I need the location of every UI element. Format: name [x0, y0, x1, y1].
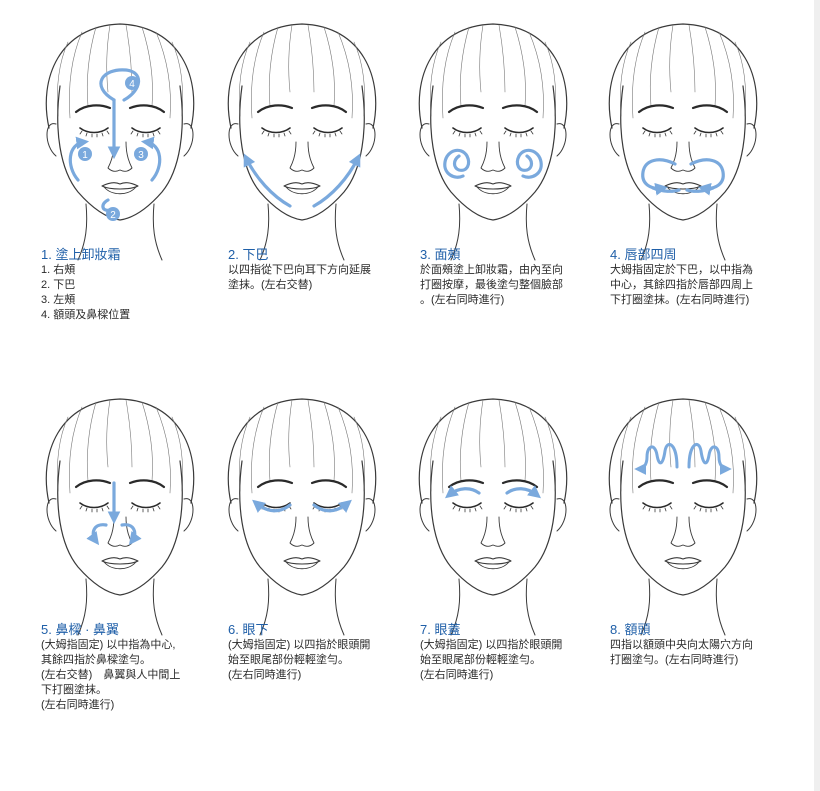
- under-eye-left-arrow: [312, 499, 352, 513]
- list-item: 2. 下巴: [41, 279, 76, 291]
- step-7-description: (大姆指固定) 以四指於眼頭開 始至眼尾部份輕輕塗勻。 (左右同時進行): [420, 639, 563, 681]
- list-item: 4. 額頭及鼻樑位置: [41, 309, 131, 321]
- face-illustration-2: [227, 22, 377, 262]
- badge-3: 3: [138, 150, 144, 161]
- eyelid-left-arrow: [505, 485, 541, 499]
- face-illustration-1: 4 1 3 2: [45, 22, 195, 262]
- step-6-title: 6. 眼下: [228, 622, 269, 637]
- badge-4: 4: [129, 79, 135, 90]
- right-wing-arrow: [86, 523, 108, 546]
- step-7-panel: 7. 眼蓋 (大姆指固定) 以四指於眼頭開 始至眼尾部份輕輕塗勻。 (左右同時進…: [0, 0, 568, 760]
- right-cheek-spiral: [443, 148, 471, 179]
- badge-2: 2: [110, 210, 116, 221]
- step-4-title: 4. 唇部四周: [610, 247, 677, 262]
- forehead-right-loops: [634, 442, 679, 475]
- step-1-title: 1. 塗上卸妝霜: [41, 247, 121, 262]
- left-cheek-spiral: [515, 148, 543, 179]
- step-3-panel: 3. 面頰 於面頰塗上卸妝霜，由內至向 打圈按摩，最後塗勻整個臉部 。(左右同時…: [0, 0, 568, 330]
- badge-group: 4 1 3 2: [78, 76, 148, 221]
- right-cheek-arrow: [68, 136, 90, 182]
- forehead-arrow-4: [99, 68, 141, 102]
- chin-right-arrow: [243, 153, 292, 208]
- step-5-description: (大姆指固定) 以中指為中心, 其餘四指於鼻樑塗勻。 (左右交替) 鼻翼與人中間…: [41, 639, 181, 711]
- under-eye-right-arrow: [252, 499, 292, 513]
- step-1-list: 1. 右頰 2. 下巴 3. 左頰 4. 額頭及鼻樑位置: [41, 263, 130, 323]
- step-2-description: 以四指從下巴向耳下方向延展 塗抹。(左右交替): [228, 264, 371, 291]
- forehead-left-loops: [687, 442, 732, 475]
- face-illustration-5: [45, 397, 195, 637]
- step-3-title: 3. 面頰: [420, 247, 461, 262]
- face-illustration-7: [418, 397, 568, 637]
- face-illustration-4: [608, 22, 758, 262]
- face-illustration-3: [418, 22, 568, 262]
- eyelid-right-arrow: [445, 485, 481, 499]
- lip-lower-left: [685, 186, 715, 193]
- step-7-title: 7. 眼蓋: [420, 622, 461, 637]
- step-8-title: 8. 額頭: [610, 622, 651, 637]
- face-illustration-8: [608, 397, 758, 637]
- step-5-panel: 5. 鼻樑 · 鼻翼 (大姆指固定) 以中指為中心, 其餘四指於鼻樑塗勻。 (左…: [0, 0, 195, 760]
- page-edge: [814, 0, 820, 791]
- lip-lower-right: [651, 186, 681, 193]
- left-cheek-arrow: [140, 136, 162, 182]
- chin-left-arrow: [312, 153, 361, 208]
- step-4-panel: 4. 唇部四周 大姆指固定於下巴，以中指為 中心，其餘四指於唇部四周上 下打圈塗…: [0, 0, 758, 330]
- step-4-description: 大姆指固定於下巴，以中指為 中心，其餘四指於唇部四周上 下打圈塗抹。(左右同時進…: [610, 264, 753, 306]
- step-6-panel: 6. 眼下 (大姆指固定) 以四指於眼頭開 始至眼尾部份輕輕塗勻。 (左右同時進…: [0, 0, 377, 760]
- list-item: 1. 右頰: [41, 264, 76, 276]
- step-8-description: 四指以額頭中央向太陽穴方向 打圈塗勻。(左右同時進行): [610, 639, 753, 666]
- step-5-title: 5. 鼻樑 · 鼻翼: [41, 622, 120, 637]
- step-1-panel: 4 1 3 2 1. 塗上卸妝霜 1. 右頰 2. 下巴 3. 左頰 4. 額頭…: [0, 0, 195, 330]
- face-illustration-6: [227, 397, 377, 637]
- step-6-description: (大姆指固定) 以四指於眼頭開 始至眼尾部份輕輕塗勻。 (左右同時進行): [228, 639, 371, 681]
- step-2-panel: 2. 下巴 以四指從下巴向耳下方向延展 塗抹。(左右交替): [0, 0, 377, 330]
- step-8-panel: 8. 額頭 四指以額頭中央向太陽穴方向 打圈塗勻。(左右同時進行): [0, 0, 758, 760]
- left-wing-arrow: [120, 523, 142, 546]
- step-2-title: 2. 下巴: [228, 247, 269, 262]
- badge-1: 1: [82, 150, 88, 161]
- step-3-description: 於面頰塗上卸妝霜，由內至向 打圈按摩，最後塗勻整個臉部 。(左右同時進行): [420, 264, 563, 306]
- list-item: 3. 左頰: [41, 294, 76, 306]
